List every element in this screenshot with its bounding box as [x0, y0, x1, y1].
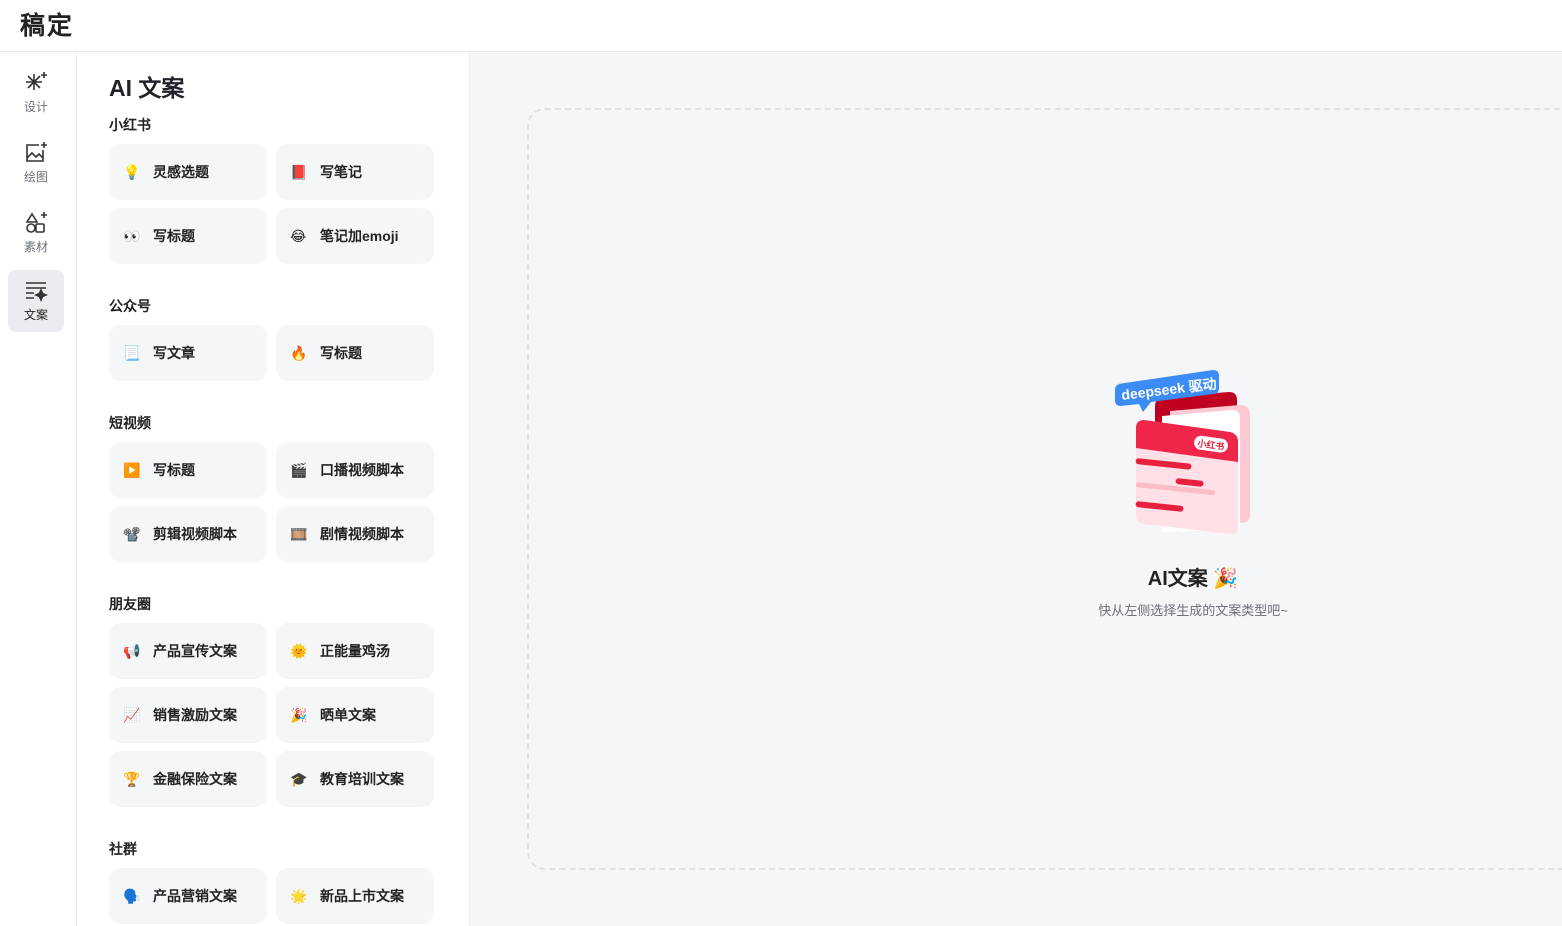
xiaohongshu-illustration: 小红书 deepseek 驱动: [1115, 370, 1250, 535]
copy-type-button[interactable]: 👀 写标题: [109, 208, 267, 264]
copy-type-label: 写标题: [153, 462, 195, 478]
rail-item-design[interactable]: 设计: [8, 62, 64, 124]
emoji-icon: 📢: [123, 642, 141, 659]
copy-type-button[interactable]: 🎓 教育培训文案: [276, 751, 434, 807]
copy-type-label: 金融保险文案: [153, 771, 237, 787]
copy-type-button[interactable]: 📈 销售激励文案: [109, 687, 267, 743]
copy-type-label: 剪辑视频脚本: [153, 526, 237, 542]
copy-type-label: 产品宣传文案: [153, 643, 237, 659]
copy-type-label: 新品上市文案: [320, 888, 404, 904]
emoji-icon: ▶️: [123, 461, 141, 478]
emoji-icon: 🎞️: [290, 525, 308, 542]
section-title: 社群: [109, 841, 137, 857]
emoji-icon: 😂: [290, 227, 307, 244]
emoji-icon: 🏆: [123, 770, 141, 787]
emoji-icon: 💡: [123, 163, 141, 180]
copy-type-button[interactable]: 📃 写文章: [109, 325, 267, 381]
empty-state-area: [527, 108, 1562, 870]
panel-title: AI 文案: [109, 75, 185, 101]
section-title: 小红书: [109, 117, 151, 133]
section-title: 短视频: [109, 415, 151, 431]
emoji-icon: 🎉: [290, 706, 308, 723]
copy-type-button[interactable]: 📽️ 剪辑视频脚本: [109, 506, 267, 562]
section-title: 朋友圈: [109, 596, 151, 612]
text-sparkle-icon: [26, 282, 49, 303]
emoji-icon: 📈: [123, 706, 141, 723]
copy-type-button[interactable]: 📢 产品宣传文案: [109, 623, 267, 679]
empty-state-title: AI文案 🎉: [1147, 568, 1239, 590]
copy-type-button[interactable]: 📕 写笔记: [276, 144, 434, 200]
copy-type-label: 口播视频脚本: [320, 462, 404, 478]
rail-item-draw[interactable]: 绘图: [8, 132, 64, 194]
copy-type-button[interactable]: ▶️ 写标题: [109, 442, 267, 498]
top-header: 稿定: [0, 0, 1562, 52]
copy-type-label: 晒单文案: [320, 707, 376, 723]
copy-type-button[interactable]: 💡 灵感选题: [109, 144, 267, 200]
emoji-icon: 📃: [123, 344, 141, 361]
copy-type-label: 正能量鸡汤: [320, 643, 390, 659]
copy-type-button[interactable]: 🎞️ 剧情视频脚本: [276, 506, 434, 562]
rail-label: 设计: [23, 100, 48, 114]
copy-type-button[interactable]: 🌞 正能量鸡汤: [276, 623, 434, 679]
rail-label: 文案: [23, 308, 48, 322]
copy-type-button[interactable]: 🔥 写标题: [276, 325, 434, 381]
copy-type-label: 剧情视频脚本: [320, 526, 404, 542]
rail-item-copywriting[interactable]: 文案: [8, 270, 64, 332]
section-title: 公众号: [109, 298, 151, 314]
emoji-icon: 🎓: [290, 770, 308, 787]
main-canvas: 小红书 deepseek 驱动 AI文案 🎉 快从左侧选择生成的文案类型吧~: [470, 52, 1562, 926]
copy-type-button[interactable]: 🎬 口播视频脚本: [276, 442, 434, 498]
left-rail: 设计 绘图 素材 文案: [0, 52, 77, 926]
rail-item-assets[interactable]: 素材: [8, 202, 64, 264]
image-plus-icon: [26, 142, 47, 162]
copy-type-label: 灵感选题: [153, 164, 209, 180]
emoji-icon: 🔥: [290, 344, 308, 361]
copy-type-button[interactable]: 🎉 晒单文案: [276, 687, 434, 743]
rail-label: 绘图: [23, 170, 48, 184]
copy-type-label: 写标题: [320, 345, 362, 361]
sparkle-icon: [26, 72, 47, 90]
copy-type-label: 教育培训文案: [320, 771, 404, 787]
copy-type-button[interactable]: 🏆 金融保险文案: [109, 751, 267, 807]
copy-type-label: 产品营销文案: [153, 888, 237, 904]
logo[interactable]: 稿定: [20, 12, 75, 40]
copy-type-label: 笔记加emoji: [320, 228, 399, 244]
emoji-icon: 🌞: [290, 642, 308, 659]
rail-label: 素材: [23, 240, 48, 254]
empty-state-subtitle: 快从左侧选择生成的文案类型吧~: [1098, 603, 1288, 618]
emoji-icon: 🎬: [290, 461, 308, 478]
copy-type-button[interactable]: 🌟 新品上市文案: [276, 868, 434, 924]
card-tag: 小红书: [1196, 437, 1225, 452]
copy-type-label: 写笔记: [320, 164, 362, 180]
copy-type-button[interactable]: 🗣️ 产品营销文案: [109, 868, 267, 924]
copywriting-panel: AI 文案 小红书 💡 灵感选题 📕 写笔记 👀 写标题 😂 笔记加emoji 公众号 📃 写文章 🔥 写…: [77, 52, 470, 926]
copy-type-label: 写标题: [153, 228, 195, 244]
emoji-icon: 📽️: [123, 525, 141, 542]
emoji-icon: 📕: [290, 163, 308, 180]
copy-type-label: 写文章: [153, 345, 195, 361]
emoji-icon: 🌟: [290, 887, 308, 904]
copy-type-label: 销售激励文案: [153, 707, 237, 723]
emoji-icon: 👀: [123, 227, 141, 244]
emoji-icon: 🗣️: [123, 887, 141, 904]
shapes-icon: [25, 212, 47, 233]
copy-type-button[interactable]: 😂 笔记加emoji: [276, 208, 434, 264]
